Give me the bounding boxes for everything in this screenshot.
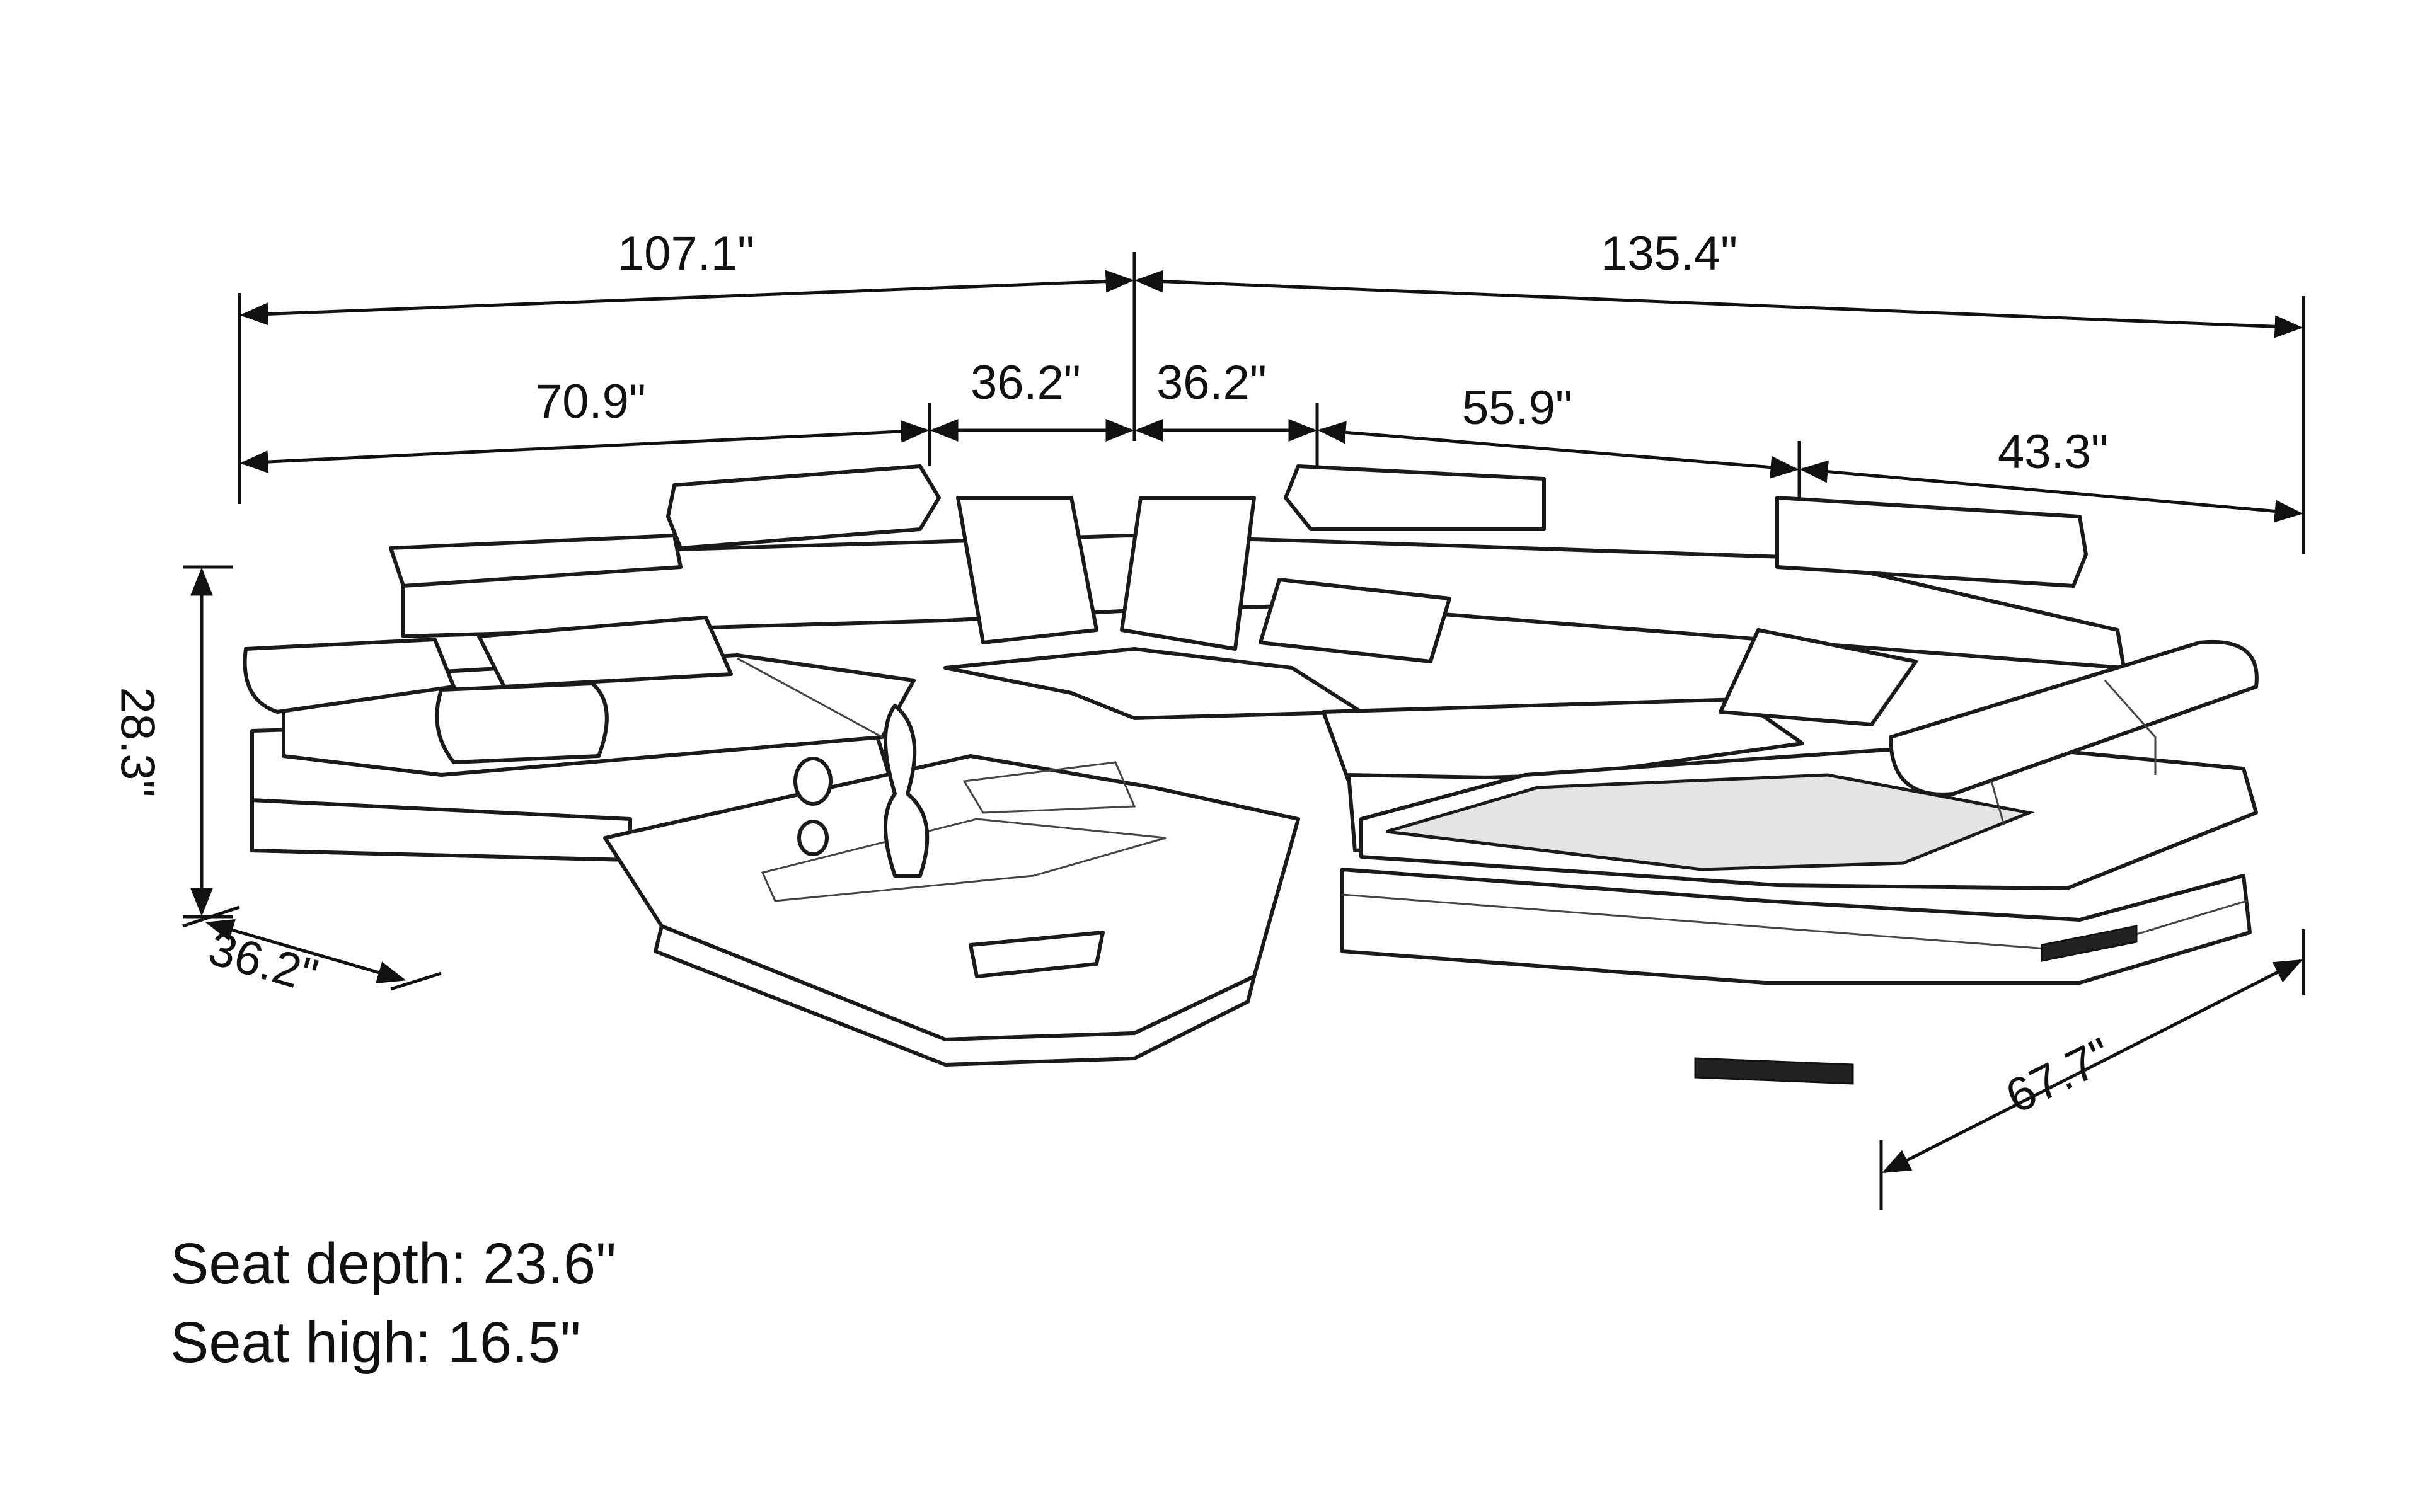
dim-line-70: [239, 420, 930, 474]
dim-total-right-width: 135.4": [1601, 227, 1738, 280]
seat-height-spec: Seat high: 16.5": [170, 1310, 581, 1375]
dim-height: 28.3": [110, 687, 164, 798]
dim-line-43: [1799, 460, 2303, 523]
dim-right-corner-width: 36.2": [1156, 356, 1267, 410]
sofa-drawing: [243, 464, 2259, 1085]
dim-line-67: [1881, 959, 2303, 1174]
dim-chaise-width: 43.3": [1998, 425, 2108, 479]
dim-line-depth: [205, 919, 406, 983]
dimension-lines: [182, 252, 2305, 1210]
dim-right-middle-width: 55.9": [1462, 381, 1572, 435]
dim-total-left-width: 107.1": [618, 227, 755, 280]
dim-line-55: [1317, 421, 1799, 479]
seat-depth-spec: Seat depth: 23.6": [170, 1232, 616, 1296]
dim-line-107: [239, 270, 1134, 326]
dim-left-section-width: 70.9": [536, 375, 646, 428]
dim-left-corner-width: 36.2": [971, 356, 1081, 410]
dim-line-135: [1134, 270, 2303, 338]
